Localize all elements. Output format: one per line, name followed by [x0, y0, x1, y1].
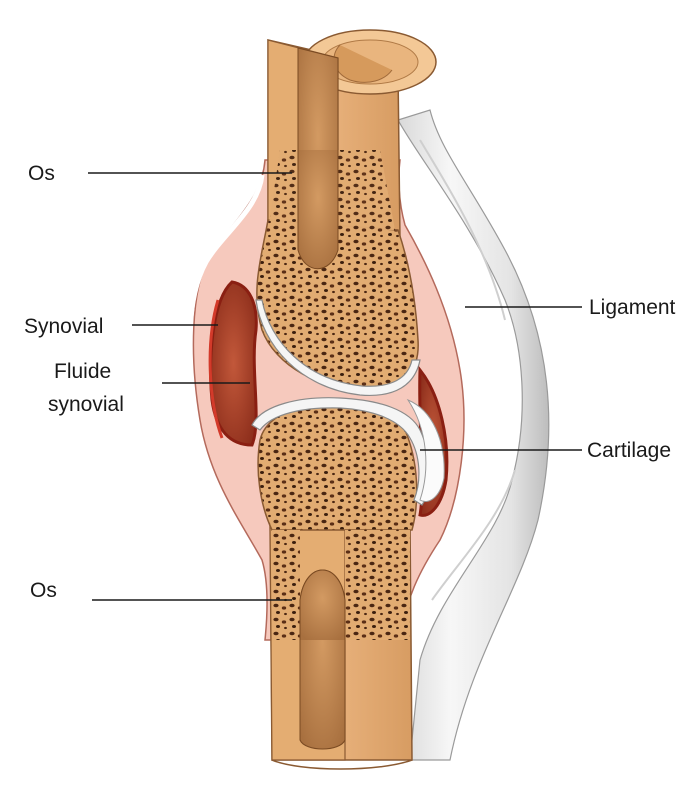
- lower-epiphysis: [251, 397, 445, 640]
- label-fluide: Fluide: [54, 360, 111, 383]
- label-cartilage: Cartilage: [587, 439, 671, 462]
- label-os-bottom: Os: [30, 579, 57, 602]
- label-os-top: Os: [28, 162, 55, 185]
- leader-lines: [88, 172, 582, 601]
- ligament-shape: [397, 109, 550, 761]
- upper-epiphysis: [255, 150, 421, 397]
- label-ligament: Ligament: [589, 296, 676, 319]
- synovial-cavity-left: [208, 280, 258, 447]
- lower-cartilage: [251, 397, 430, 506]
- upper-cartilage: [255, 299, 421, 397]
- label-synovial-fluid: synovial: [48, 393, 124, 416]
- label-synovial: Synovial: [24, 315, 103, 338]
